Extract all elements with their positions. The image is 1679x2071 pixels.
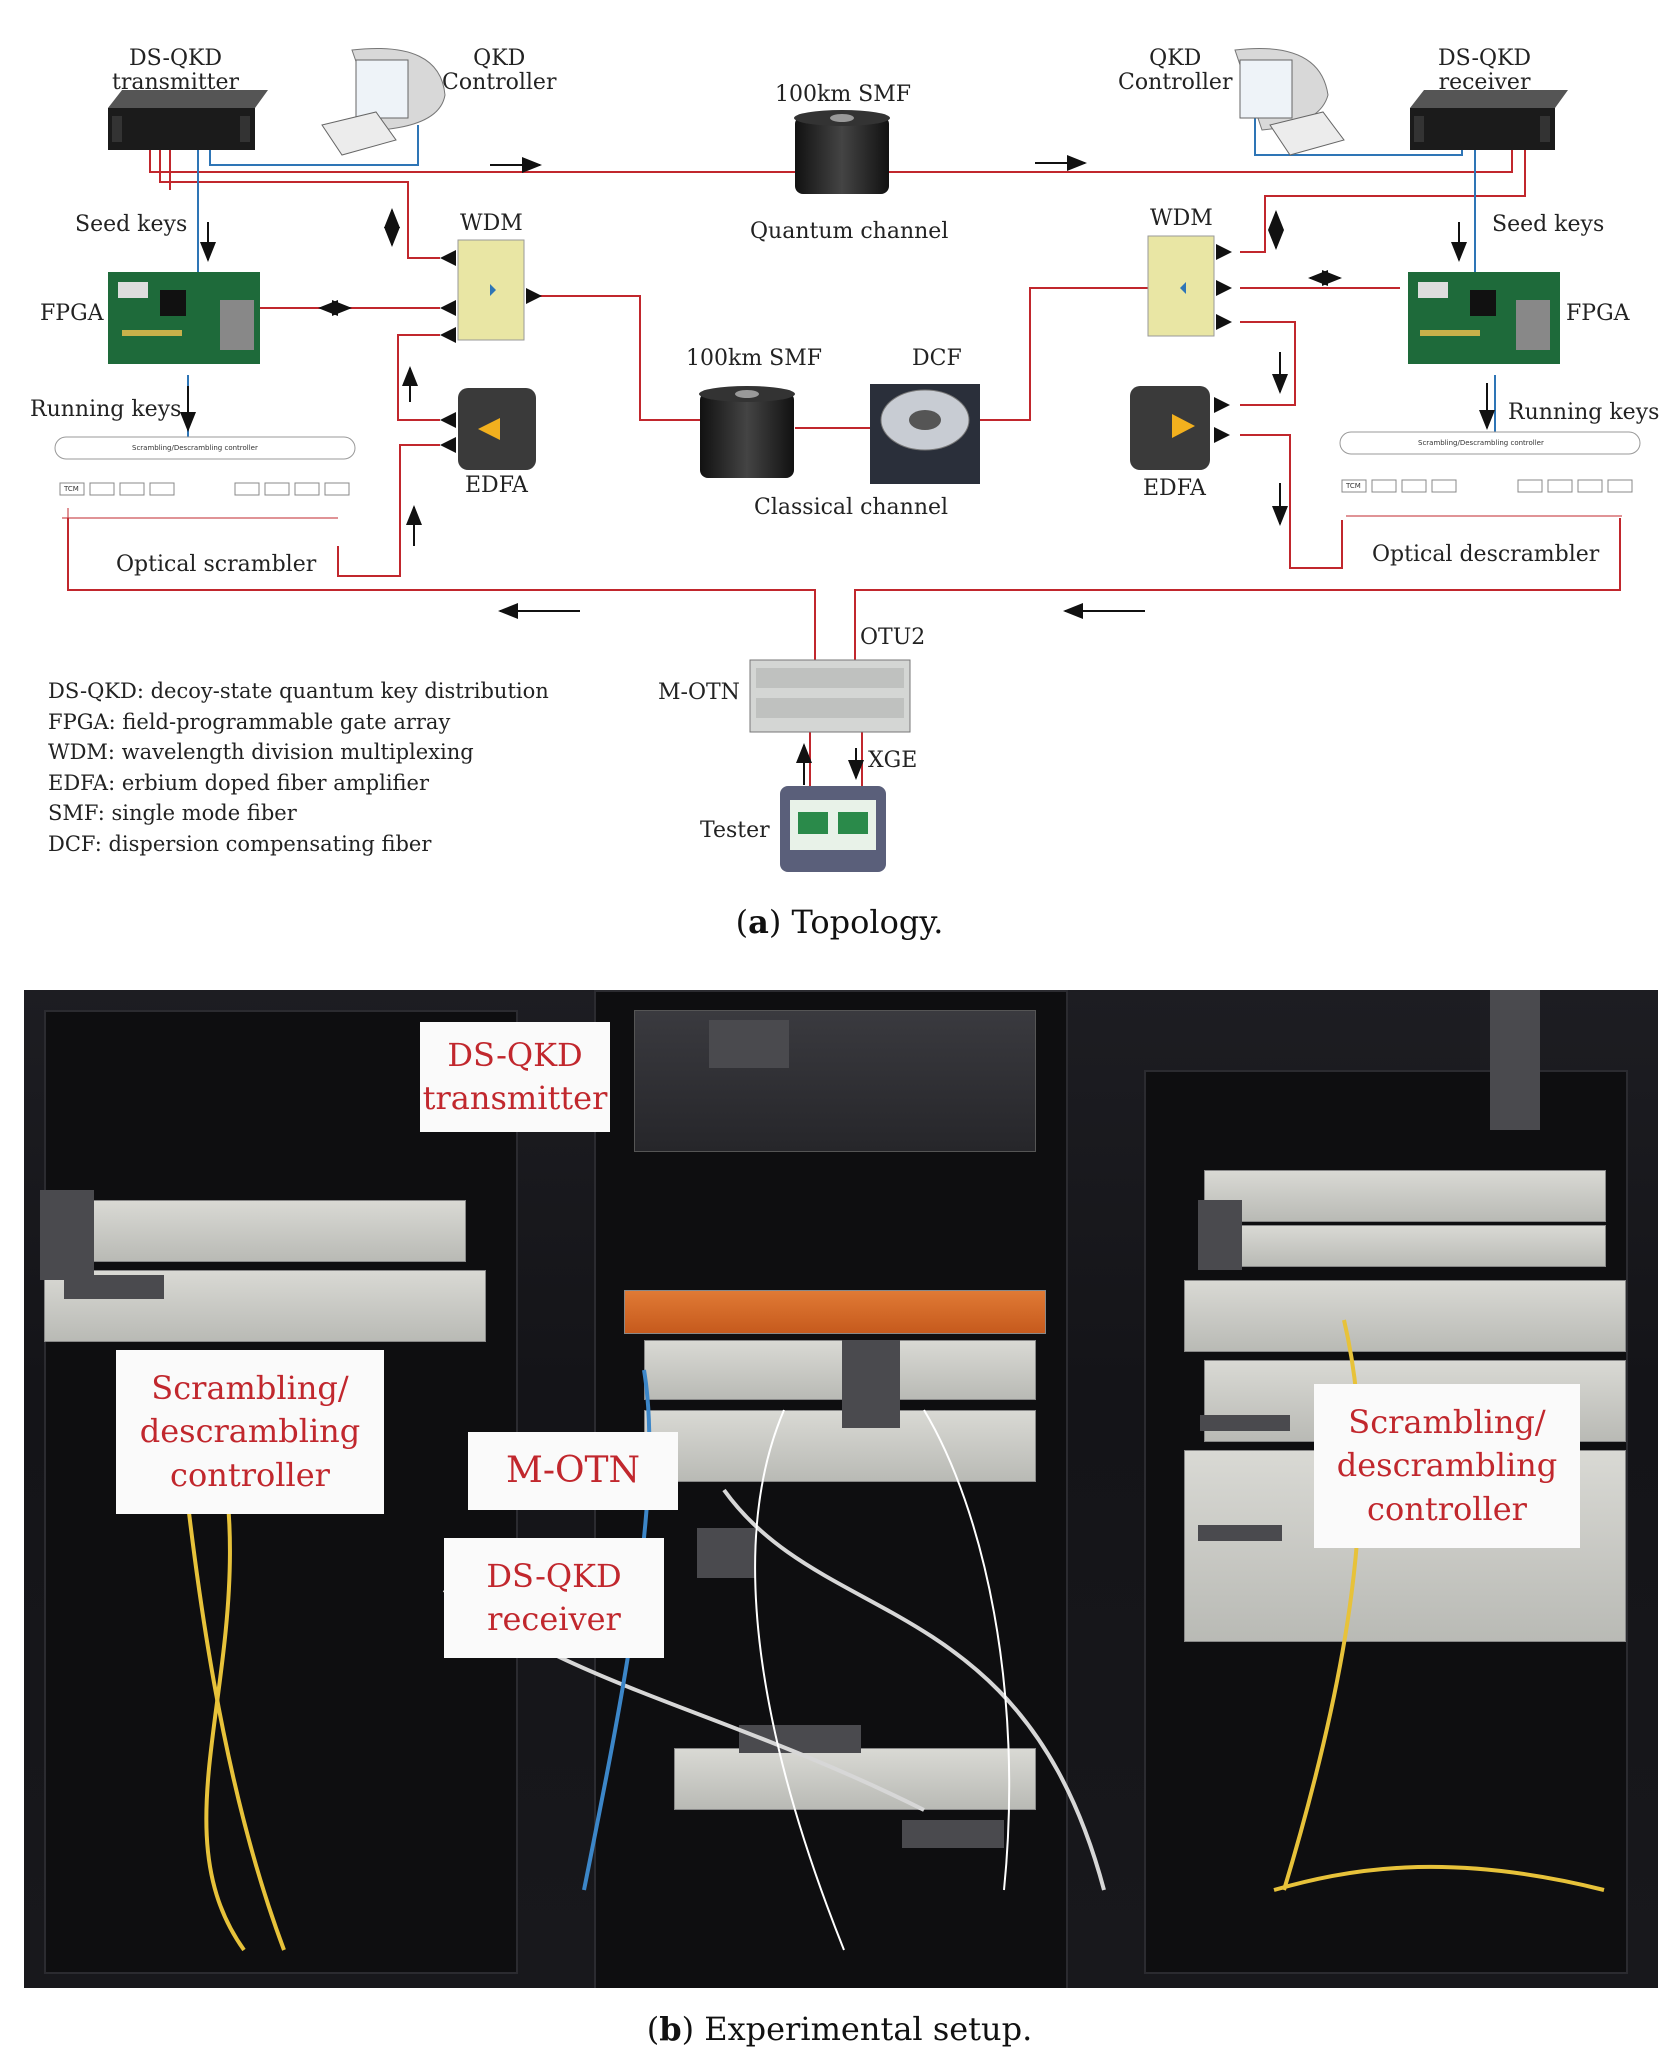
label-qkd-controller-right: QKD Controller [1118,46,1233,96]
topology-connections [54,47,1641,872]
label-quantum-channel: Quantum channel [750,219,949,244]
controller-bar-text-right: Scrambling/Descrambling controller [1418,439,1544,447]
tag-m-otn: M-OTN [468,1432,678,1510]
label-seed-keys-right: Seed keys [1492,212,1605,237]
experimental-setup-photo: DS-QKD transmitter Scrambling/ descrambl… [24,990,1658,1988]
label-fpga-left: FPGA [40,301,104,326]
legend-item: EDFA: erbium doped fiber amplifier [48,770,430,795]
tcm-label-right: TCM [1346,482,1361,490]
label-wdm-left: WDM [460,211,523,236]
descrambler-module-right [1339,431,1641,517]
legend: DS-QKD: decoy-state quantum key distribu… [48,676,549,859]
tester-device [780,786,886,872]
label-edfa-left: EDFA [465,473,528,498]
ds-qkd-transmitter-device [108,90,268,150]
redaction-box [1200,1415,1290,1431]
label-xge: XGE [868,748,918,773]
qkd-controller-computer-right [1234,47,1345,156]
right-unit-3 [1184,1280,1626,1352]
label-optical-scrambler: Optical scrambler [116,552,317,577]
tag-ds-qkd-transmitter: DS-QKD transmitter [420,1022,610,1132]
fiber-lines [67,150,1621,790]
wdm-right [1147,235,1232,337]
redaction-box [64,1275,164,1299]
direction-arrows [180,155,1495,785]
legend-item: SMF: single mode fiber [48,801,297,825]
tag-controller-right: Scrambling/ descrambling controller [1314,1384,1580,1548]
edfa-left [440,388,536,470]
caption-experimental-setup: (b) Experimental setup. [646,2010,1033,2048]
controller-bar-text-left: Scrambling/Descrambling controller [132,444,258,452]
switch-unit [644,1340,1036,1400]
redaction-box [842,1340,900,1428]
tag-ds-qkd-receiver: DS-QKD receiver [444,1538,664,1658]
label-running-keys-right: Running keys [1508,400,1660,425]
redaction-box [902,1820,1004,1848]
smf-spool-classical [699,386,795,478]
m-otn-unit [644,1410,1036,1482]
dcf-spool [870,384,980,484]
redaction-box [1198,1525,1282,1541]
label-running-keys-left: Running keys [30,397,182,422]
label-seed-keys-left: Seed keys [75,212,188,237]
smf-spool-quantum [794,110,890,194]
legend-item: DCF: dispersion compensating fiber [48,831,432,856]
label-ds-qkd-transmitter: DS-QKD transmitter [112,46,240,96]
m-otn-device [749,659,911,733]
redaction-box [709,1020,789,1068]
tcm-label-left: TCM [64,485,79,493]
fpga-board-right [1408,272,1560,364]
wdm-left [440,239,542,343]
transmitter-unit [634,1010,1036,1152]
redaction-box [1490,990,1540,1130]
ds-qkd-receiver-device [1410,90,1568,150]
label-dcf: DCF [912,346,962,371]
label-classical-channel: Classical channel [754,495,949,520]
label-m-otn: M-OTN [658,680,740,705]
label-smf-classical: 100km SMF [686,346,823,371]
redaction-box [697,1528,755,1578]
caption-topology: (a) Topology. [735,903,944,941]
label-smf-quantum: 100km SMF [775,82,912,107]
edfa-right [1130,386,1230,470]
fpga-board-left [108,272,260,364]
label-optical-descrambler: Optical descrambler [1372,542,1600,567]
redaction-box [40,1190,94,1280]
label-ds-qkd-receiver: DS-QKD receiver [1438,46,1532,96]
label-fpga-right: FPGA [1566,301,1630,326]
scrambler-module-left [54,436,356,519]
label-wdm-right: WDM [1150,206,1213,231]
label-qkd-controller-left: QKD Controller [442,46,557,96]
right-unit-2 [1204,1225,1606,1267]
qkd-controller-computer-left [321,47,446,156]
redaction-box [1198,1200,1242,1270]
label-tester: Tester [700,818,770,843]
label-otu2: OTU2 [860,625,926,650]
left-unit-top [44,1200,466,1262]
label-edfa-right: EDFA [1143,476,1206,501]
legend-item: WDM: wavelength division multiplexing [48,740,474,764]
right-switch-unit [1204,1170,1606,1222]
left-controller-unit [44,1270,486,1342]
orange-unit [624,1290,1046,1334]
legend-item: FPGA: field-programmable gate array [48,709,451,734]
tag-controller-left: Scrambling/ descrambling controller [116,1350,384,1514]
legend-item: DS-QKD: decoy-state quantum key distribu… [48,679,549,703]
